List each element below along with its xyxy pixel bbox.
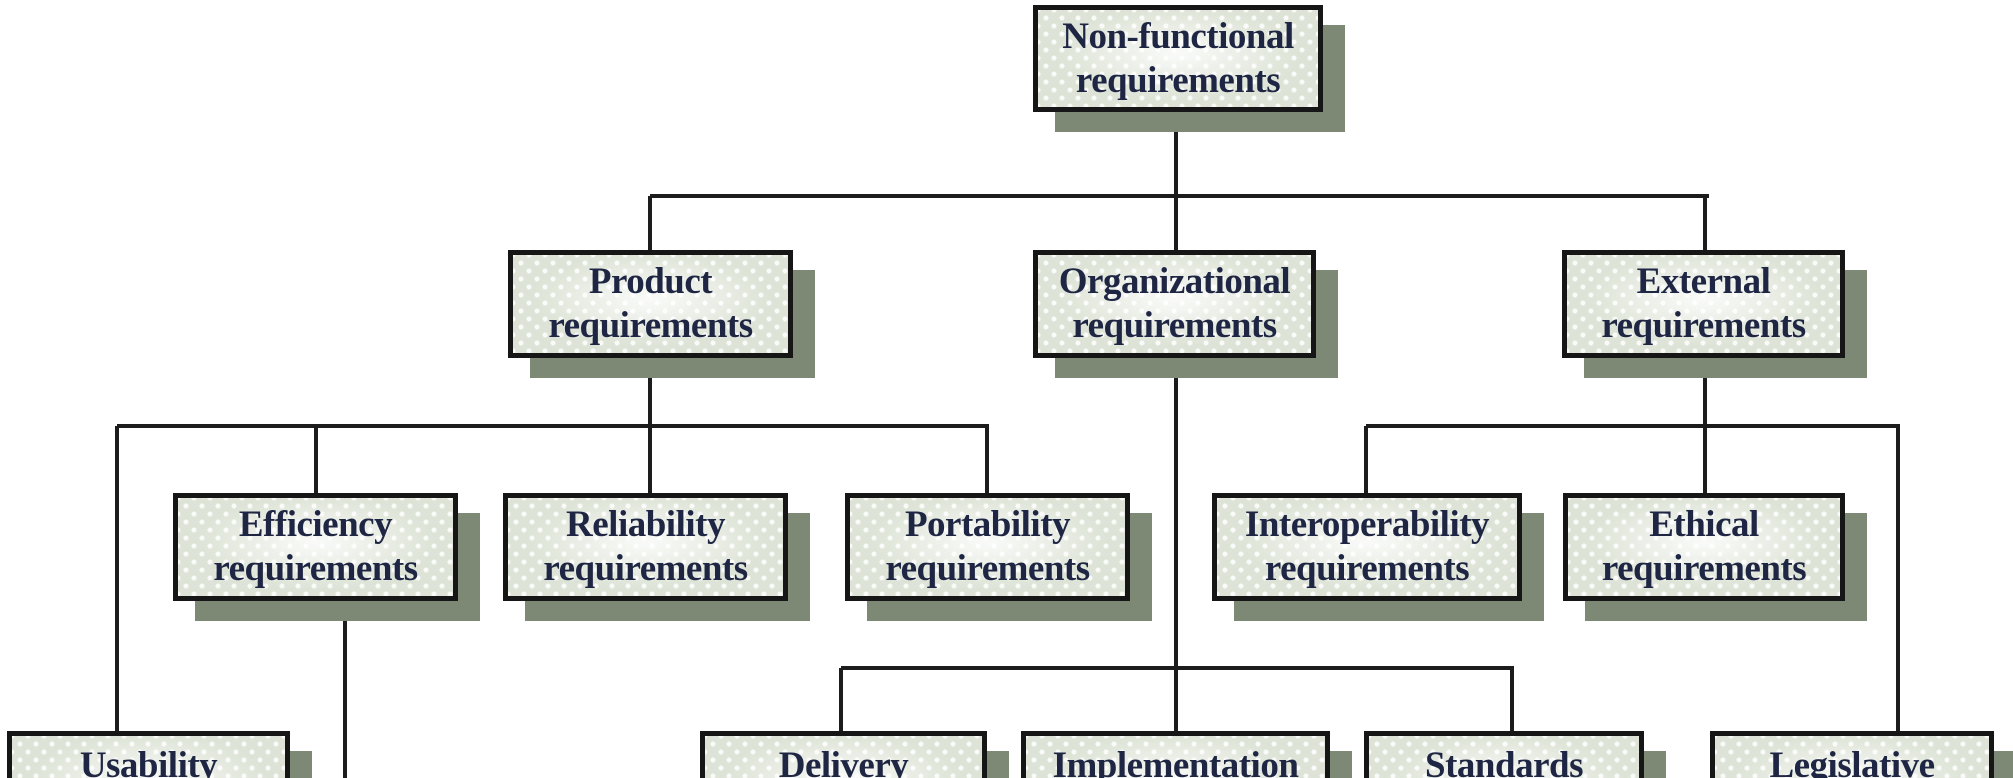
connector-line-vertical: [648, 196, 652, 252]
node-label-line: requirements: [543, 548, 748, 589]
node-label-line: Product: [588, 261, 713, 303]
connector-line-vertical: [1174, 358, 1178, 670]
node-label-line: Interoperability: [1244, 504, 1490, 546]
connector-line-vertical: [648, 358, 652, 428]
connector-line-vertical: [1174, 112, 1178, 198]
connector-line-vertical: [314, 426, 318, 495]
node-label-line: Usability: [79, 745, 218, 778]
node-label-line: requirements: [1264, 548, 1470, 589]
node-label-line: Reliability: [566, 504, 725, 546]
node-legislative-requirements-box: Legislative: [1710, 731, 1994, 778]
connector-line-vertical: [1174, 196, 1178, 252]
node-label-line: requirements: [885, 548, 1090, 589]
connector-line-horizontal: [1366, 424, 1900, 428]
node-label-line: Legislative: [1769, 745, 1935, 778]
node-label-line: requirements: [213, 548, 418, 589]
connector-line-vertical: [1174, 668, 1178, 733]
connector-line-vertical: [1896, 426, 1900, 733]
node-label-line: External: [1636, 261, 1771, 303]
node-label-line: requirements: [548, 305, 753, 346]
node-implementation-requirements-box: Implementation: [1021, 731, 1330, 778]
node-label-line: Ethical: [1649, 504, 1759, 546]
node-label-line: Delivery: [778, 745, 909, 778]
connector-line-vertical: [1703, 426, 1707, 495]
node-label-line: Organizational: [1058, 261, 1291, 303]
node-delivery-requirements-box: Delivery: [700, 731, 987, 778]
node-label-line: Portability: [904, 504, 1071, 546]
connector-line-vertical: [115, 426, 119, 733]
node-usability-requirements-box: Usability: [7, 731, 290, 778]
connector-line-horizontal: [117, 424, 989, 428]
node-label-line: requirements: [1075, 59, 1281, 101]
connector-line-vertical: [985, 426, 989, 495]
connector-line-vertical: [1703, 196, 1707, 252]
node-label-line: Standards: [1425, 745, 1583, 778]
node-label-line: Non-functional: [1062, 15, 1294, 57]
node-label-line: requirements: [1072, 305, 1277, 346]
connector-line-vertical: [1703, 358, 1707, 428]
connector-line-vertical: [1364, 426, 1368, 495]
node-standards-requirements-box: Standards: [1364, 731, 1644, 778]
connector-line-horizontal: [650, 194, 1709, 198]
connector-line-vertical: [1510, 668, 1514, 733]
node-label-line: requirements: [1601, 305, 1806, 346]
node-label-line: requirements: [1601, 548, 1807, 589]
connector-line-vertical: [839, 668, 843, 733]
node-label-line: Efficiency: [238, 504, 393, 546]
connector-line-vertical: [343, 601, 347, 778]
node-label-line: Implementation: [1052, 745, 1299, 778]
connector-line-vertical: [648, 426, 652, 495]
